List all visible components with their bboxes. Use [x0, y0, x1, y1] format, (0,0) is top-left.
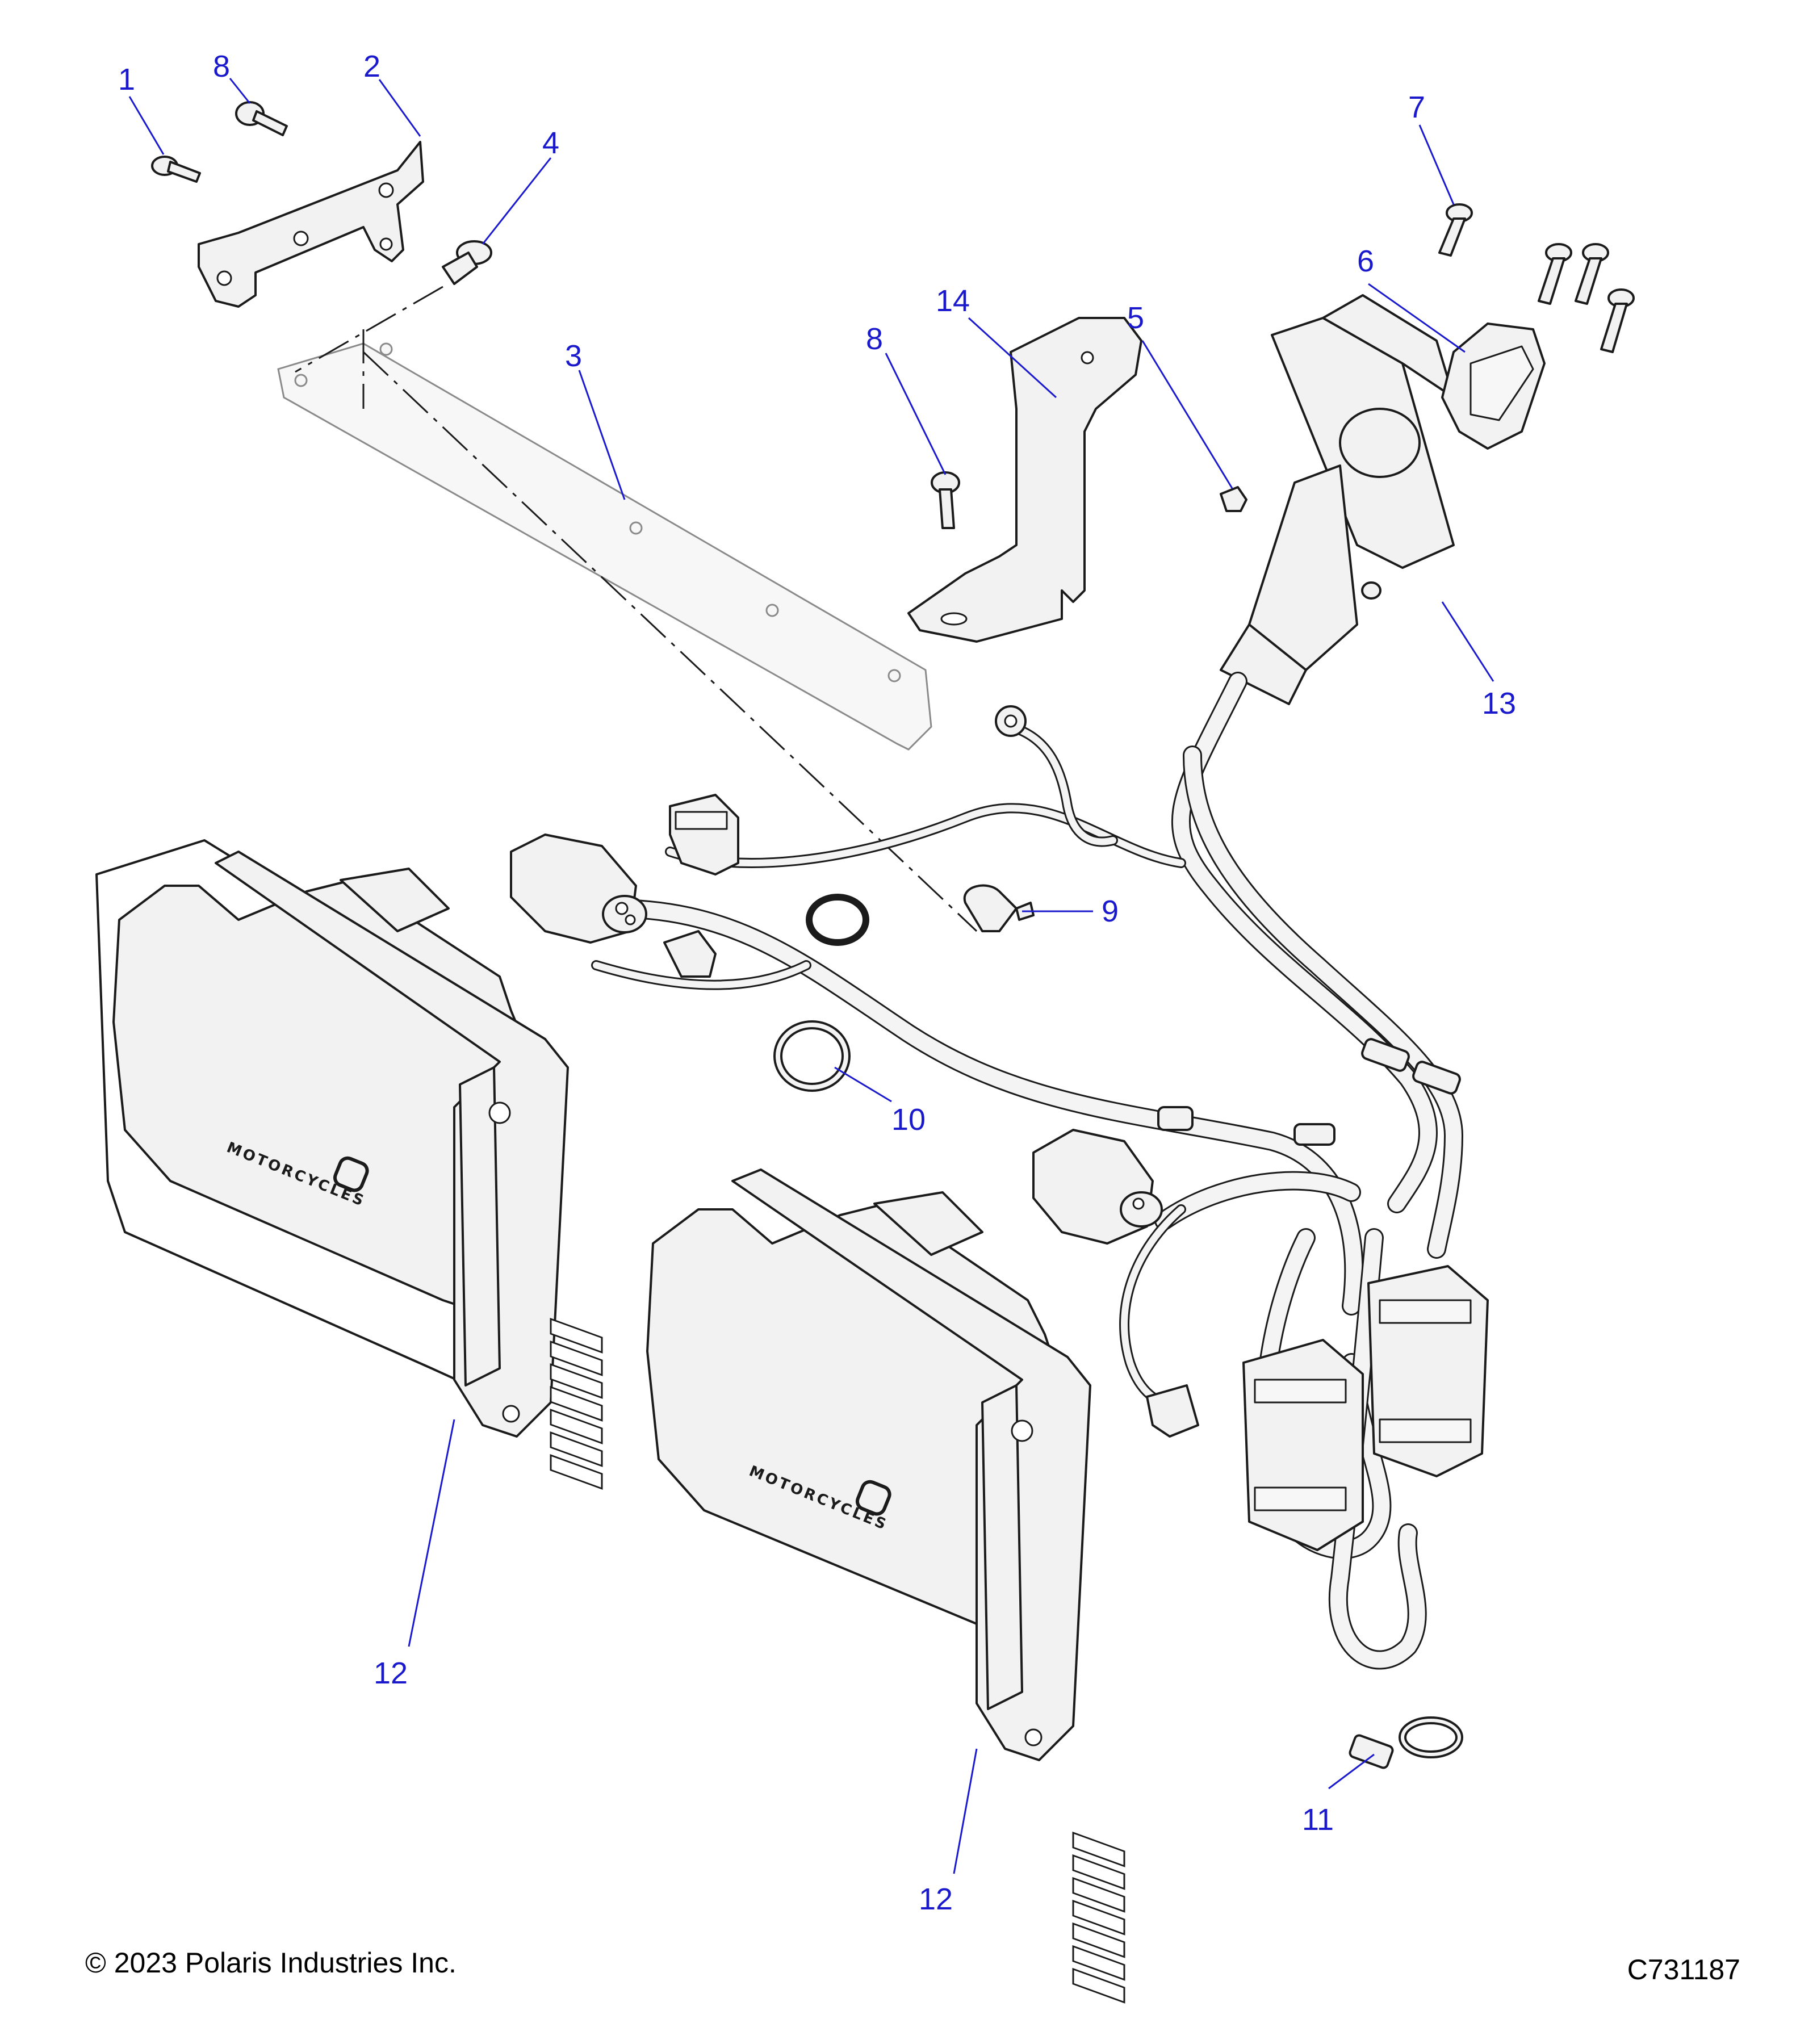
figure-id: C731187 — [1627, 1954, 1740, 1986]
callout-9: 9 — [1102, 894, 1119, 928]
part-5-nut — [1220, 486, 1247, 512]
leader-lines — [128, 78, 1494, 1874]
callout-5: 5 — [1127, 301, 1144, 335]
assembly-centerline-a — [295, 286, 443, 373]
callout-8-top: 8 — [213, 49, 230, 83]
part-14-bracket — [907, 317, 1142, 643]
callout-12-right: 12 — [919, 1882, 953, 1916]
part-8-bolt-middle — [931, 471, 960, 529]
part-13-connector-housing — [1220, 294, 1455, 705]
callout-11: 11 — [1302, 1803, 1334, 1837]
harness-connector-upper — [510, 833, 647, 944]
part-6-cap — [1441, 322, 1546, 450]
callout-14: 14 — [936, 284, 970, 318]
harness-connector-lower — [1032, 1129, 1163, 1245]
part-11-hose-clamp — [1349, 1716, 1463, 1769]
callout-7: 7 — [1408, 90, 1425, 124]
callout-8-middle: 8 — [866, 322, 883, 356]
callout-4: 4 — [542, 126, 559, 160]
ecu-left-fins — [550, 1318, 603, 1490]
part-1-push-rivet — [151, 156, 201, 183]
callout-12-left: 12 — [374, 1656, 408, 1690]
part-2-bracket — [198, 141, 424, 308]
callout-10: 10 — [891, 1103, 926, 1137]
callout-3: 3 — [565, 339, 582, 373]
callout-13: 13 — [1482, 686, 1516, 721]
callout-6: 6 — [1357, 244, 1374, 278]
part-10-cable-tie-loop — [773, 894, 869, 1092]
harness-relay-right — [1367, 1265, 1489, 1477]
harness-relay-left — [1242, 1339, 1364, 1551]
ecu-right-fins — [1072, 1831, 1125, 2004]
part-3-ghost-bracket — [277, 329, 932, 751]
wire-harness — [591, 672, 1463, 1670]
part-9-wire-clip — [963, 884, 1035, 932]
part-7-bolts — [1438, 203, 1635, 353]
part-12-ecu-right: MOTORCYCLES — [646, 1168, 1125, 2004]
part-4-stud — [442, 240, 492, 285]
copyright-notice: © 2023 Polaris Industries Inc. — [85, 1947, 457, 1979]
harness-connector-small — [663, 930, 717, 978]
callout-labels: 1 8 2 4 3 8 14 5 7 6 13 9 10 11 12 12 — [118, 49, 1516, 1916]
harness-connector-tiny — [1146, 1384, 1199, 1438]
part-8-bolt-top — [235, 101, 288, 136]
callout-1: 1 — [118, 62, 135, 97]
assembly-centerline-b — [362, 351, 978, 932]
callout-2: 2 — [363, 49, 380, 83]
harness-connector-plug — [669, 794, 739, 876]
part-12-ecu-left: MOTORCYCLES — [95, 839, 603, 1490]
